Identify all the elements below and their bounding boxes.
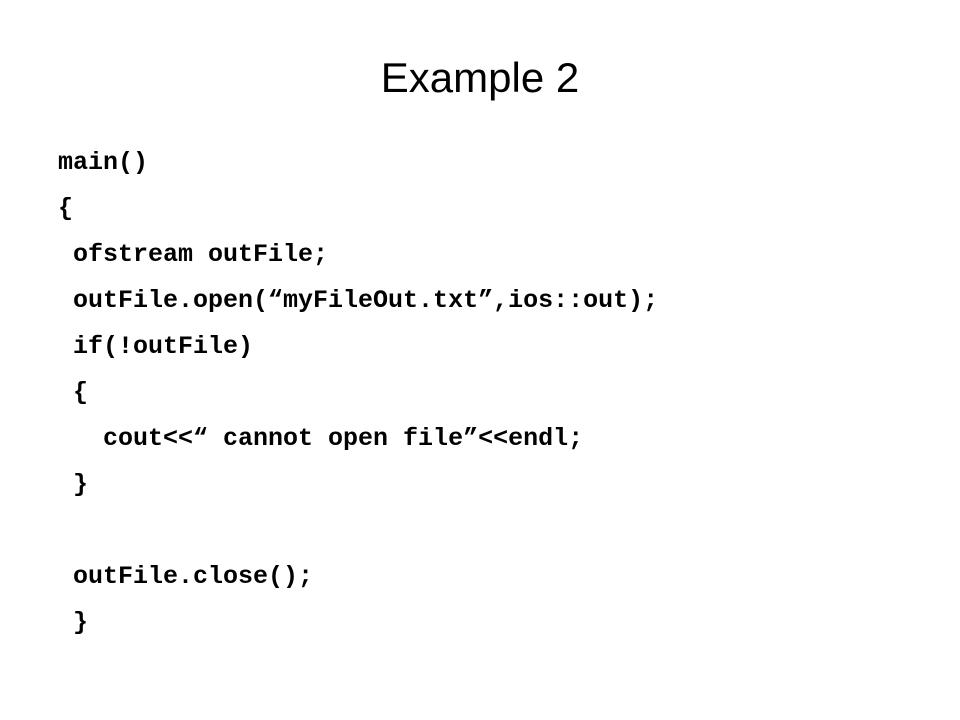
code-line-if-open-brace: { bbox=[58, 378, 89, 407]
code-line-if-close-brace: } bbox=[58, 470, 89, 499]
code-line-open-brace: { bbox=[58, 194, 74, 223]
code-line-ofstream-declaration: ofstream outFile; bbox=[58, 240, 329, 269]
code-line-if-check: if(!outFile) bbox=[58, 332, 254, 361]
code-line-blank bbox=[58, 508, 938, 554]
code-line-close-brace: } bbox=[58, 608, 89, 637]
code-block: main() { ofstream outFile; outFile.open(… bbox=[58, 140, 938, 646]
code-line-main-signature: main() bbox=[58, 148, 149, 177]
slide-title: Example 2 bbox=[380, 54, 580, 101]
code-line-file-open: outFile.open(“myFileOut.txt”,ios::out); bbox=[58, 286, 659, 315]
code-line-cout-message: cout<<“ cannot open file”<<endl; bbox=[58, 424, 584, 453]
code-line-file-close: outFile.close(); bbox=[58, 562, 314, 591]
